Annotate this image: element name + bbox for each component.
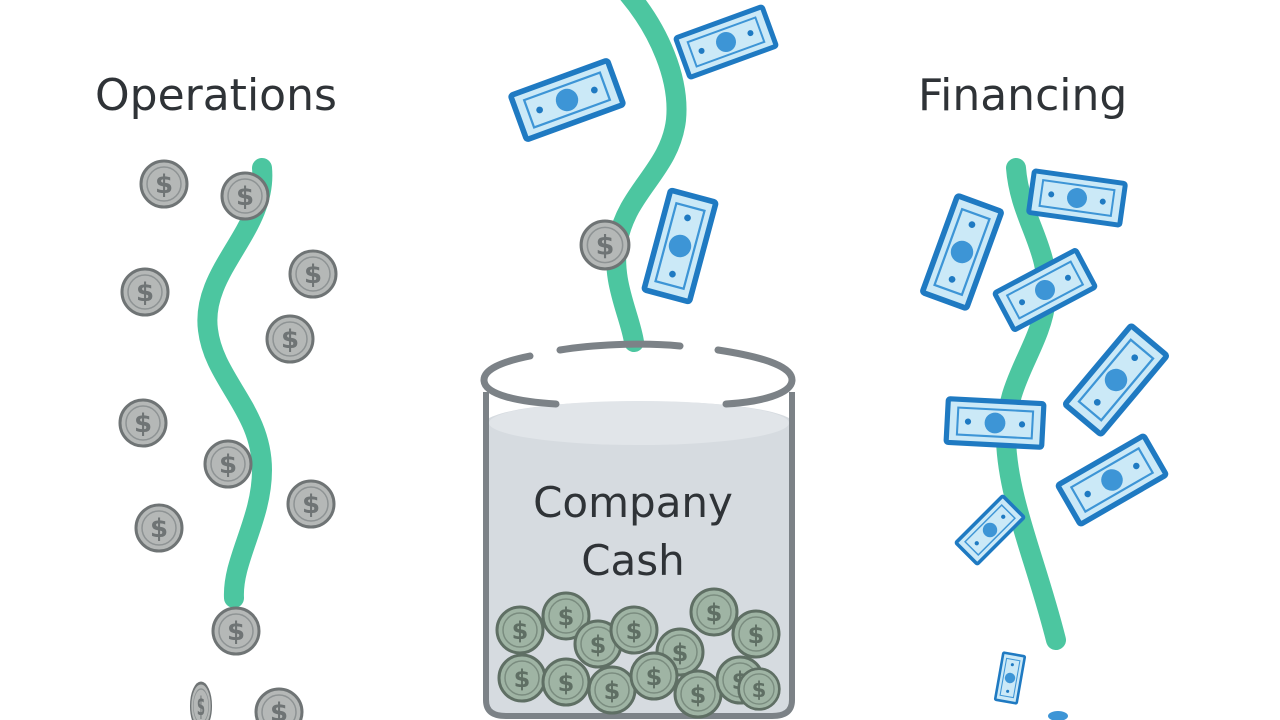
dollar-coin-icon (254, 687, 304, 720)
dollar-coin-icon (689, 587, 739, 637)
dollar-coin-icon (265, 314, 315, 364)
dollar-bill-icon (1058, 436, 1167, 525)
dollar-coin-icon (189, 681, 213, 720)
dollar-coin-icon (220, 171, 270, 221)
jar-body (483, 392, 795, 719)
dollar-coin-icon (134, 503, 184, 553)
dollar-coin-icon (731, 609, 781, 659)
dollar-bill-icon (1065, 325, 1167, 434)
dollar-coin-icon (737, 667, 781, 711)
dollar-coin-icon (495, 605, 545, 655)
center-bills (511, 7, 777, 302)
financing-bills (922, 171, 1167, 720)
dollar-bill-icon (644, 190, 716, 302)
dollar-coin-icon (579, 219, 631, 271)
dollar-coin-icon (541, 657, 591, 707)
operations-stream (197, 158, 273, 608)
jar-label-line1: Company (533, 478, 733, 527)
dollar-coin-icon (609, 605, 659, 655)
jar-label-line2: Cash (581, 536, 685, 585)
dollar-bill-icon (922, 196, 1001, 309)
dollar-bill-icon (676, 7, 777, 78)
dollar-coin-icon (629, 651, 679, 701)
dollar-coin-icon (497, 653, 547, 703)
dollar-coin-icon (118, 398, 168, 448)
dollar-bill-icon (993, 651, 1027, 705)
financing-label: Financing (918, 70, 1128, 121)
company-cash-label: Company Cash (488, 474, 778, 590)
operations-label: Operations (95, 70, 337, 121)
dollar-coin-icon (587, 665, 637, 715)
center-stream (606, 0, 687, 352)
dollar-coin-icon (288, 249, 338, 299)
dollar-bill-icon (946, 399, 1044, 448)
dollar-coin-icon (673, 669, 723, 719)
dollar-bill-icon (954, 494, 1026, 566)
falling-coin-icon (1048, 711, 1068, 720)
dollar-coin-icon (139, 159, 189, 209)
dollar-coin-icon (203, 439, 253, 489)
dollar-coin-icon (211, 606, 261, 656)
dollar-bill-icon (1029, 171, 1126, 225)
financing-stream (995, 158, 1066, 650)
dollar-bill-icon (511, 60, 624, 139)
jar-rim (480, 352, 560, 408)
dollar-coin-icon (286, 479, 336, 529)
dollar-coin-icon (120, 267, 170, 317)
